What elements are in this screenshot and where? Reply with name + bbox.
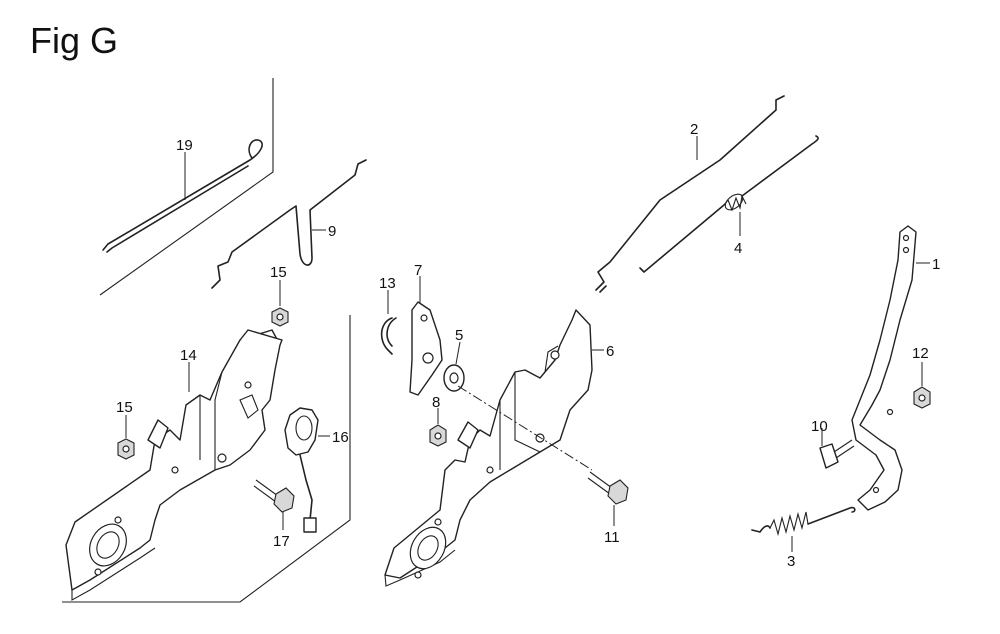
part-12-nut: 12 — [912, 345, 931, 409]
part-15-nut-upper: 15 — [270, 264, 289, 327]
figure-title: Fig G — [30, 20, 119, 61]
part-11-bolt: 11 — [457, 385, 629, 546]
callout-10: 10 — [811, 418, 828, 435]
callout-6: 6 — [606, 343, 614, 360]
callout-17: 17 — [273, 533, 290, 550]
part-7-lever: 7 — [409, 262, 443, 396]
part-1-control-arm: 1 — [851, 225, 940, 511]
callout-2: 2 — [690, 121, 698, 138]
callout-8: 8 — [432, 394, 440, 411]
part-17-bolt: 17 — [253, 479, 295, 550]
part-4-governor-spring: 4 — [639, 135, 819, 273]
callout-3: 3 — [787, 553, 795, 570]
callout-7: 7 — [414, 262, 422, 279]
callout-14: 14 — [180, 347, 197, 364]
callout-11: 11 — [604, 529, 620, 546]
part-6-control-plate: 6 — [384, 309, 614, 587]
callout-5: 5 — [455, 327, 463, 344]
part-3-spring: 3 — [751, 506, 856, 570]
callout-12: 12 — [912, 345, 929, 362]
callout-1: 1 — [932, 256, 940, 273]
part-2-throttle-rod: 2 — [595, 95, 785, 293]
part-8-nut: 8 — [429, 394, 447, 447]
callout-19: 19 — [176, 137, 193, 154]
callout-9: 9 — [328, 223, 336, 240]
part-13-circlip: 13 — [379, 275, 397, 355]
callout-4: 4 — [734, 240, 742, 257]
part-10-bolt: 10 — [811, 418, 855, 469]
part-15-nut-lower: 15 — [116, 399, 135, 460]
part-14-control-base: 14 — [65, 329, 283, 601]
callout-15-lower: 15 — [116, 399, 133, 416]
callout-16: 16 — [332, 429, 349, 446]
part-9-link-rod: 9 — [211, 159, 367, 289]
part-16-stop-switch: 16 — [284, 407, 349, 533]
part-19-return-spring: 19 — [102, 137, 263, 253]
left-group-frame — [62, 78, 351, 603]
callout-15-upper: 15 — [270, 264, 287, 281]
callout-13: 13 — [379, 275, 396, 292]
part-5-washer: 5 — [443, 327, 465, 392]
